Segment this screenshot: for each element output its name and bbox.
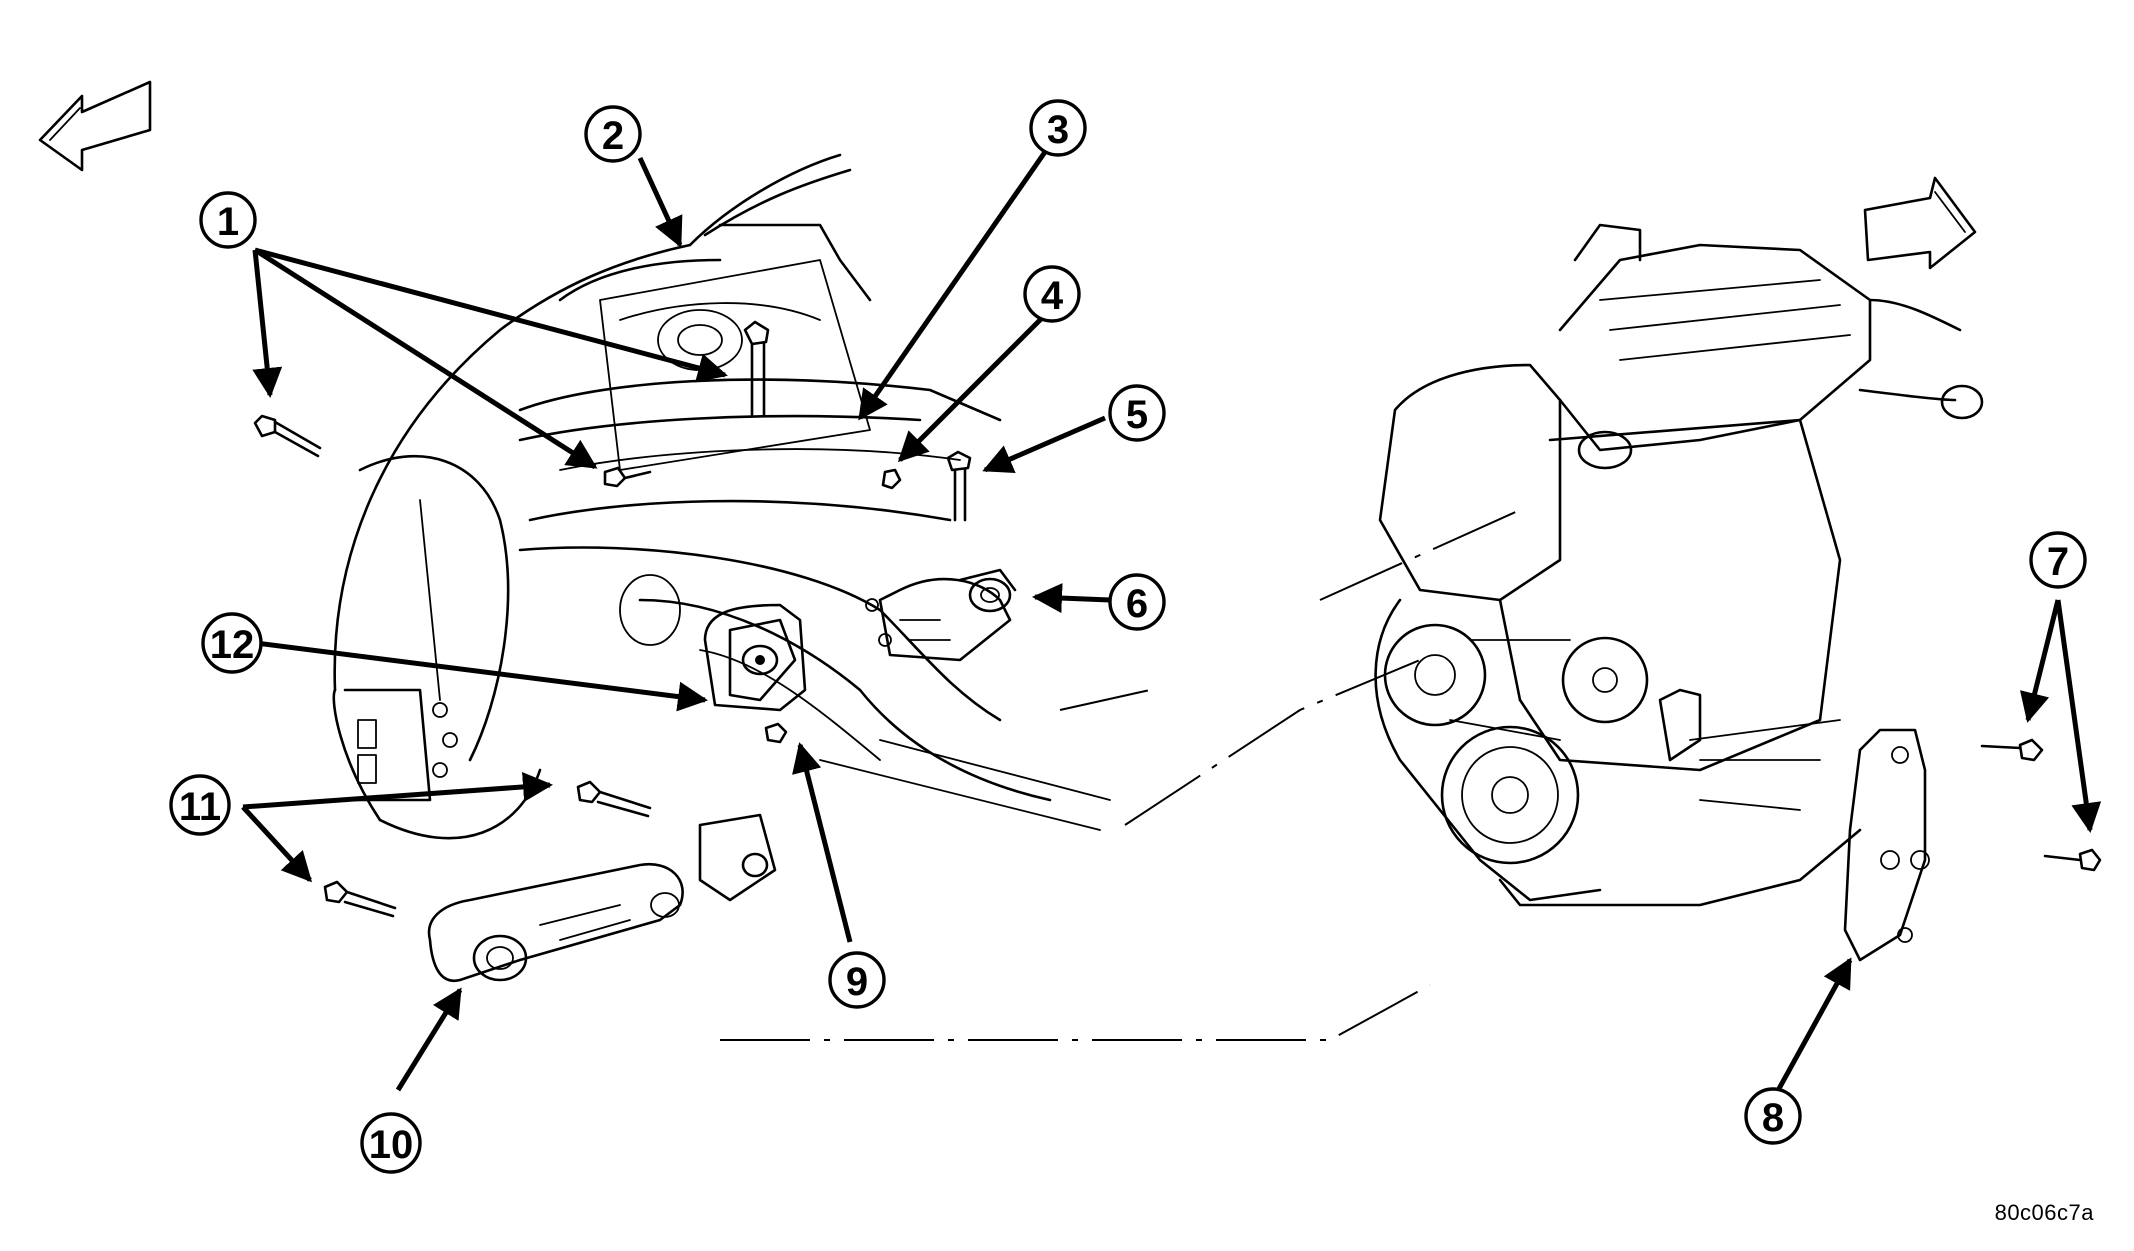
callout-11: 11 <box>169 774 231 836</box>
rear-mount-drawing <box>427 813 777 983</box>
left-mount-bracket-drawing <box>865 568 1017 662</box>
figure-id: 80c06c7a <box>1994 1200 2094 1225</box>
callout-1-label: 1 <box>217 200 239 244</box>
callout-5-label: 5 <box>1126 393 1148 437</box>
callout-8: 8 <box>1744 1087 1802 1145</box>
callout-8-label: 8 <box>1762 1096 1784 1140</box>
engine-drawing <box>1374 223 1984 962</box>
arrow-left-icon <box>38 80 152 172</box>
callout-1: 1 <box>199 191 257 249</box>
callout-10-label: 10 <box>369 1123 414 1167</box>
callout-9-label: 9 <box>846 960 868 1004</box>
callout-9: 9 <box>828 951 886 1009</box>
bolt-drawings <box>253 320 2102 918</box>
leader-lines <box>241 150 2102 1107</box>
callout-4: 4 <box>1023 265 1081 323</box>
callout-6-label: 6 <box>1126 582 1148 626</box>
callout-10: 10 <box>360 1112 422 1174</box>
callout-4-label: 4 <box>1041 274 1064 318</box>
callout-3: 3 <box>1029 99 1087 157</box>
callout-11-label: 11 <box>179 785 221 829</box>
center-mount-drawing <box>703 603 807 712</box>
arrow-right-icon <box>1863 176 1977 270</box>
callout-12: 12 <box>201 612 263 674</box>
callout-5: 5 <box>1108 384 1166 442</box>
callout-12-label: 12 <box>210 623 255 667</box>
callout-7: 7 <box>2029 531 2087 589</box>
body-structure-drawing <box>332 153 1111 840</box>
callout-7-label: 7 <box>2047 540 2069 584</box>
alignment-lines <box>720 509 1521 1041</box>
callout-6: 6 <box>1108 573 1166 631</box>
callout-3-label: 3 <box>1047 108 1069 152</box>
callout-2: 2 <box>584 105 642 163</box>
callout-2-label: 2 <box>602 114 624 158</box>
